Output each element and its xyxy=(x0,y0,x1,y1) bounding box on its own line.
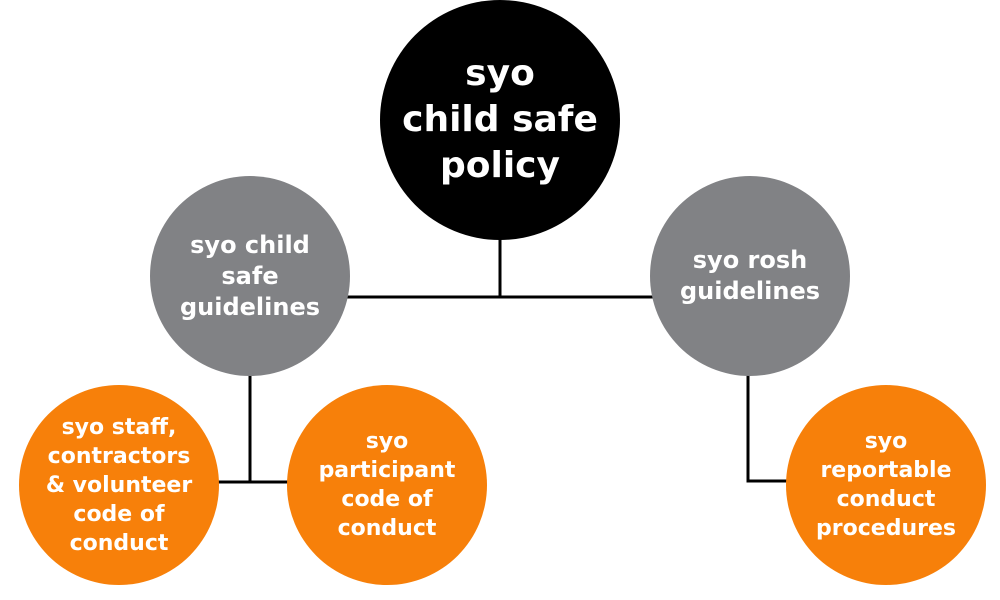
node-reportable-conduct-procedures: syo reportable conduct procedures xyxy=(786,385,986,585)
node-reportable-conduct-procedures-label: syo reportable conduct procedures xyxy=(816,429,956,541)
node-staff-code-of-conduct: syo staff, contractors & volunteer code … xyxy=(19,385,219,585)
node-child-safe-guidelines: syo child safe guidelines xyxy=(150,176,350,376)
node-rosh-guidelines: syo rosh guidelines xyxy=(650,176,850,376)
node-child-safe-policy: syo child safe policy xyxy=(380,0,620,240)
node-child-safe-policy-label: syo child safe policy xyxy=(402,53,598,186)
node-participant-code-of-conduct: syo participant code of conduct xyxy=(287,385,487,585)
node-rosh-guidelines-label: syo rosh guidelines xyxy=(679,246,821,305)
node-participant-code-of-conduct-label: syo participant code of conduct xyxy=(318,429,456,541)
node-staff-code-of-conduct-label: syo staff, contractors & volunteer code … xyxy=(45,414,193,556)
node-child-safe-guidelines-label: syo child safe guidelines xyxy=(179,230,321,321)
